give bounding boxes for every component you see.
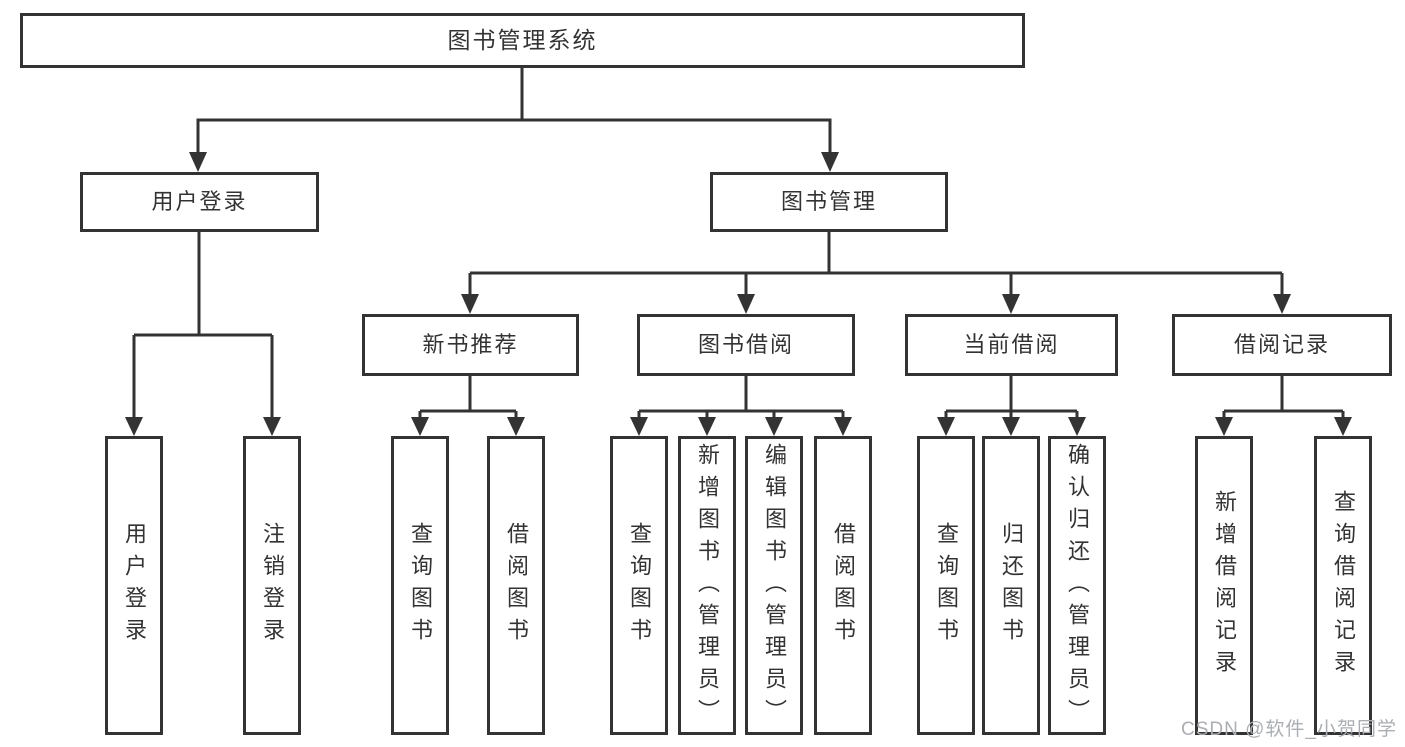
node-new-book-recommendation: 新书推荐	[362, 314, 579, 376]
leaf-borrowing-query-books: 查询图书	[610, 436, 668, 735]
leaf-borrowing-edit-books-admin: 编辑图书（管理员）	[745, 436, 803, 735]
leaf-borrowing-borrow-books: 借阅图书	[814, 436, 872, 735]
node-user-login: 用户登录	[80, 172, 319, 232]
leaf-borrowing-add-books-admin: 新增图书（管理员）	[678, 436, 736, 735]
leaf-current-confirm-return-admin: 确认归还（管理员）	[1048, 436, 1106, 735]
node-book-management: 图书管理	[710, 172, 948, 232]
leaf-records-query-borrow-record: 查询借阅记录	[1314, 436, 1372, 735]
watermark: CSDN @软件_小贺同学	[1181, 719, 1397, 740]
node-current-borrowing: 当前借阅	[905, 314, 1118, 376]
leaf-current-return-books: 归还图书	[982, 436, 1040, 735]
leaf-logout: 注销登录	[243, 436, 301, 735]
leaf-current-query-books: 查询图书	[917, 436, 975, 735]
leaf-user-login: 用户登录	[105, 436, 163, 735]
leaf-newbooks-borrow-books: 借阅图书	[487, 436, 545, 735]
leaf-records-add-borrow-record: 新增借阅记录	[1195, 436, 1253, 735]
node-library-management-system: 图书管理系统	[20, 13, 1025, 68]
leaf-newbooks-query-books: 查询图书	[391, 436, 449, 735]
node-book-borrowing: 图书借阅	[637, 314, 855, 376]
node-borrowing-records: 借阅记录	[1172, 314, 1392, 376]
